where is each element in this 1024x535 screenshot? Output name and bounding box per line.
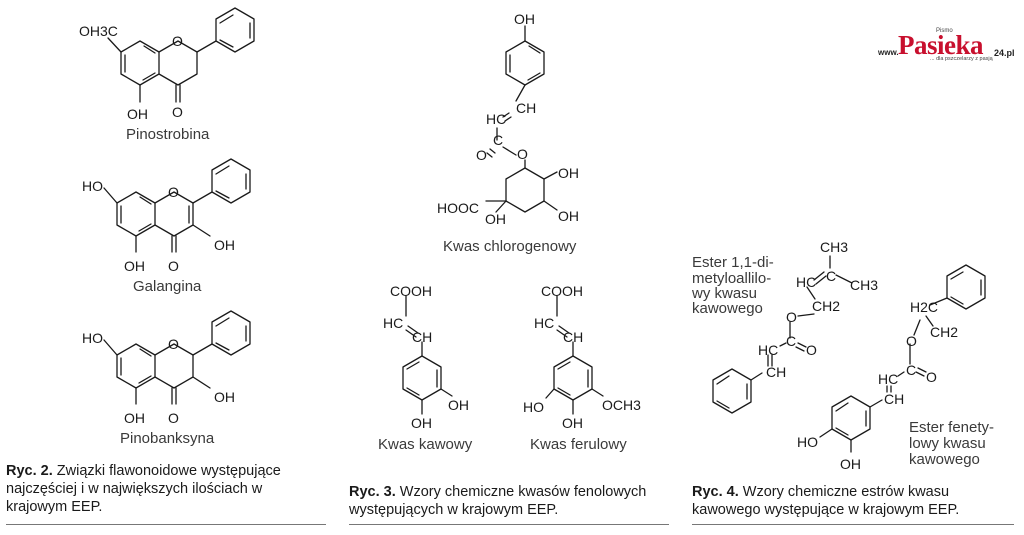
caption-ryc-3-text: Wzory chemiczne kwasów fenolowych występ…: [349, 484, 647, 518]
ester2-o-ester: O: [906, 333, 917, 349]
ester1-label-line1: Ester 1,1-di-: [692, 254, 774, 271]
chlorogenowy-hc: HC: [486, 111, 506, 127]
ester1-hc: HC: [796, 274, 816, 290]
galangina-label: Galangina: [133, 278, 202, 295]
chlorogenowy-oh-3: OH: [485, 211, 506, 227]
chlorogenowy-hooc: HOOC: [437, 200, 479, 216]
ester2-ho: HO: [797, 434, 818, 450]
pasieka24-logo[interactable]: www. Pasieka Pismo 24.pl ... dla pszczel…: [876, 28, 1022, 66]
ferulowy-och3: OCH3: [602, 397, 641, 413]
ester2-hc: HC: [878, 371, 898, 387]
pinobanksyna-oh-5: OH: [124, 410, 145, 426]
ester2-c-carbonyl: C: [906, 362, 916, 378]
pinostrobina-label: Pinostrobina: [126, 126, 210, 143]
kawowy-oh-1: OH: [448, 397, 469, 413]
pinobanksyna-label: Pinobanksyna: [120, 430, 215, 447]
chlorogenowy-oh-2: OH: [558, 208, 579, 224]
ferulowy-cooh: COOH: [541, 283, 583, 299]
pinobanksyna-keto-o: O: [168, 410, 179, 426]
ester1-ch2: CH2: [812, 298, 840, 314]
galangina-oh-3: OH: [214, 237, 235, 253]
kwas-chlorogenowy-label: Kwas chlorogenowy: [443, 238, 577, 255]
ester2-label-line1: Ester fenety-: [909, 419, 994, 436]
chlorogenowy-c: C: [493, 132, 503, 148]
logo-brand: Pasieka: [898, 30, 984, 60]
ferulowy-oh: OH: [562, 415, 583, 431]
caption-ryc-2-rule: [6, 524, 326, 525]
pinostrobina-oh: OH: [127, 106, 148, 122]
ester2-label-line2: lowy kwasu: [909, 435, 986, 452]
chlorogenowy-o-carbonyl: O: [476, 147, 487, 163]
ester2-oh: OH: [840, 456, 861, 472]
ester1-label-line2: metyloallilo-: [692, 270, 771, 287]
caption-ryc-4-label: Ryc. 4.: [692, 484, 739, 500]
chlorogenowy-ch: CH: [516, 100, 536, 116]
caption-ryc-4-text: Wzory chemiczne estrów kwasu kawowego wy…: [692, 484, 960, 518]
ester2-ch2: CH2: [930, 324, 958, 340]
ester1-label-line4: kawowego: [692, 300, 763, 317]
ester2-o-carbonyl: O: [926, 369, 937, 385]
pinostrobina-och3: OH3C: [79, 23, 118, 39]
ester2-h2c: H2C: [910, 299, 938, 315]
ester1-hc-2: HC: [758, 342, 778, 358]
caption-ryc-2-text: Związki flawonoidowe występujące najczęś…: [6, 463, 281, 515]
pinostrobina-structure: OH3C OH O O Pinostrobina: [79, 7, 255, 143]
ester1-ch3-top: CH3: [820, 239, 848, 255]
chlorogenowy-oh-top: OH: [514, 11, 535, 27]
ester1-ch3-right: CH3: [850, 277, 878, 293]
ester1-label-line3: wy kwasu: [691, 285, 757, 302]
ester1-o-carbonyl: O: [806, 342, 817, 358]
kwas-ferulowy-label: Kwas ferulowy: [530, 436, 627, 453]
kawowy-cooh: COOH: [390, 283, 432, 299]
logo-www: www.: [878, 48, 899, 57]
ester1-c-carbonyl: C: [786, 333, 796, 349]
chlorogenowy-oh-1: OH: [558, 165, 579, 181]
caption-ryc-2-label: Ryc. 2.: [6, 463, 53, 479]
caption-ryc-4-rule: [692, 524, 1014, 525]
ester2-label-line3: kawowego: [909, 451, 980, 468]
caption-ryc-3-label: Ryc. 3.: [349, 484, 396, 500]
kawowy-ch: CH: [412, 329, 432, 345]
caption-ryc-3-rule: [349, 524, 669, 525]
galangina-oh-5: OH: [124, 258, 145, 274]
ferulowy-ho: HO: [523, 399, 544, 415]
pinobanksyna-ho: HO: [82, 330, 103, 346]
chlorogenowy-o-ester: O: [517, 146, 528, 162]
galangina-keto-o: O: [168, 258, 179, 274]
kwas-kawowy-label: Kwas kawowy: [378, 436, 473, 453]
pinostrobina-ring-o: O: [172, 33, 183, 49]
galangina-structure: HO OH O OH O Galangina: [82, 158, 251, 295]
kawowy-oh-2: OH: [411, 415, 432, 431]
ester-fenetylowy-structure: H2C CH2 O C O HC CH HO OH Ester fenety- …: [797, 264, 994, 472]
pinobanksyna-structure: HO OH O OH O Pinobanksyna: [82, 310, 251, 447]
kwas-kawowy-structure: COOH HC CH OH OH Kwas kawowy: [378, 283, 473, 453]
kawowy-hc: HC: [383, 315, 403, 331]
galangina-ring-o: O: [168, 184, 179, 200]
ester2-ch: CH: [884, 391, 904, 407]
caption-ryc-3: Ryc. 3. Wzory chemiczne kwasów fenolowyc…: [349, 483, 667, 519]
pinobanksyna-oh-3: OH: [214, 389, 235, 405]
pinostrobina-keto-o: O: [172, 104, 183, 120]
kwas-chlorogenowy-structure: OH CH HC C O O OH OH HOOC OH Kwas chloro…: [437, 11, 579, 255]
caption-ryc-2: Ryc. 2. Związki flawonoidowe występujące…: [6, 462, 324, 516]
ferulowy-hc: HC: [534, 315, 554, 331]
galangina-ho: HO: [82, 178, 103, 194]
ester1-c: C: [826, 268, 836, 284]
logo-domain: 24.pl: [994, 48, 1015, 58]
pinobanksyna-ring-o: O: [168, 336, 179, 352]
logo-pismo: Pismo: [936, 28, 953, 34]
ester-dimetyloallilowy-structure: CH3 HC C CH3 CH2 O C O HC CH Ester 1,1-d…: [691, 239, 878, 414]
ester1-o-ester: O: [786, 309, 797, 325]
kwas-ferulowy-structure: COOH HC CH HO OH OCH3 Kwas ferulowy: [523, 283, 641, 453]
ferulowy-ch: CH: [563, 329, 583, 345]
ester1-ch-2: CH: [766, 364, 786, 380]
caption-ryc-4: Ryc. 4. Wzory chemiczne estrów kwasu kaw…: [692, 483, 1016, 519]
logo-tagline: ... dla pszczelarzy z pasją: [930, 56, 993, 62]
